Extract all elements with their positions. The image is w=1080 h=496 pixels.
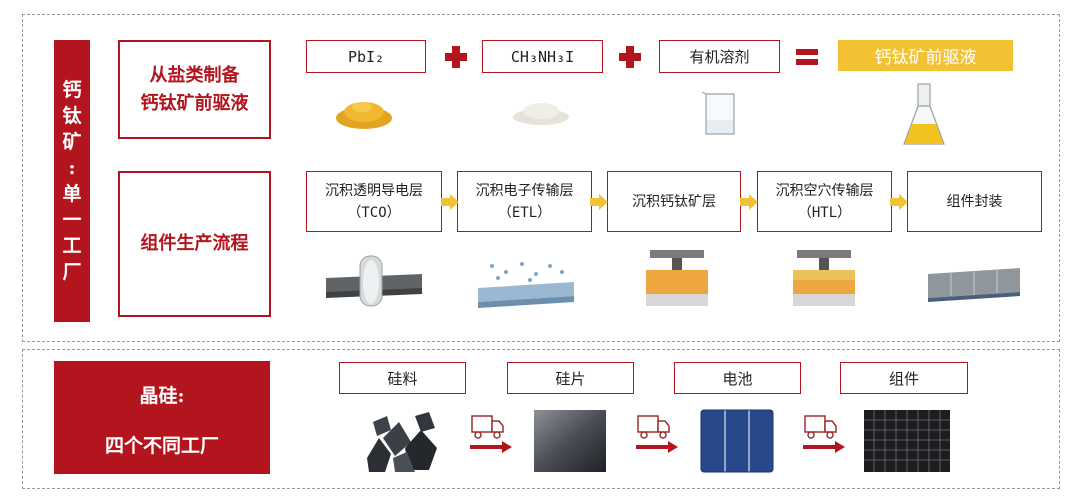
step-packaging-box: 组件封装 — [907, 171, 1042, 232]
side-label-char: 工 — [62, 233, 81, 259]
perovskite-side-label: 钙 钛 矿 : 单 一 工 厂 — [54, 40, 90, 322]
side-label-char: 钛 — [62, 103, 81, 129]
silicon-step-module: 组件 — [840, 362, 968, 394]
step-line: （TCO） — [347, 202, 400, 224]
truck-arrow-icon — [634, 414, 680, 458]
process-heading-label: 组件生产流程 — [141, 230, 249, 258]
result-precursor-label: 钙钛矿前驱液 — [838, 40, 1013, 71]
plus-icon — [444, 45, 468, 69]
arrow-right-icon — [590, 194, 608, 210]
perovskite-layer-image — [642, 246, 712, 312]
precursor-heading-line: 从盐类制备 — [150, 62, 240, 90]
silicon-step-label: 硅片 — [555, 368, 585, 389]
ingredient-label: CH₃NH₃I — [511, 46, 574, 68]
precursor-heading-line: 钙钛矿前驱液 — [141, 90, 249, 118]
silicon-step-label: 硅料 — [387, 368, 417, 389]
step-etl-box: 沉积电子传输层 （ETL） — [457, 171, 592, 232]
step-line: 沉积空穴传输层 — [776, 180, 874, 202]
pbi2-powder-image — [334, 92, 394, 132]
silicon-title: 晶硅: — [54, 381, 270, 408]
arrow-right-icon — [441, 194, 459, 210]
ch3nh3i-powder-image — [510, 95, 572, 127]
step-perovskite-box: 沉积钙钛矿层 — [607, 171, 741, 232]
silicon-step-polysilicon: 硅料 — [339, 362, 466, 394]
ingredient-label: PbI₂ — [348, 46, 384, 68]
tco-layer-image — [326, 252, 422, 310]
silicon-subtitle: 四个不同工厂 — [54, 431, 270, 458]
silicon-step-wafer: 硅片 — [507, 362, 634, 394]
silicon-step-label: 组件 — [889, 368, 919, 389]
solar-cell-image — [699, 408, 775, 474]
side-label-char: 钙 — [62, 77, 81, 103]
truck-arrow-icon — [801, 414, 847, 458]
side-label-char: 单 — [62, 181, 81, 207]
step-line: 沉积透明导电层 — [325, 180, 423, 202]
silicon-step-label: 电池 — [722, 368, 752, 389]
step-line: 沉积钙钛矿层 — [632, 191, 716, 213]
step-tco-box: 沉积透明导电层 （TCO） — [306, 171, 442, 232]
arrow-right-icon — [890, 194, 908, 210]
plus-icon — [618, 45, 642, 69]
arrow-right-icon — [740, 194, 758, 210]
etl-layer-image — [474, 258, 576, 308]
silicon-step-cell: 电池 — [674, 362, 801, 394]
step-htl-box: 沉积空穴传输层 （HTL） — [757, 171, 892, 232]
side-label-char: 一 — [62, 207, 81, 233]
step-line: 组件封装 — [947, 191, 1003, 213]
module-package-image — [928, 264, 1022, 304]
truck-arrow-icon — [468, 414, 514, 458]
side-label-char: 厂 — [62, 259, 81, 285]
step-line: （ETL） — [498, 202, 551, 224]
side-label-char: : — [68, 155, 75, 181]
wafer-image — [532, 408, 608, 474]
ingredient-pbi2: PbI₂ — [306, 40, 426, 73]
precursor-heading-box: 从盐类制备 钙钛矿前驱液 — [118, 40, 271, 139]
solar-module-image — [862, 408, 952, 474]
htl-layer-image — [789, 246, 859, 312]
precursor-flask-image — [900, 82, 948, 150]
step-line: （HTL） — [798, 202, 851, 224]
solvent-beaker-image — [700, 90, 740, 138]
ingredient-label: 有机溶剂 — [689, 46, 749, 68]
ingredient-solvent: 有机溶剂 — [659, 40, 780, 73]
polysilicon-image — [365, 408, 441, 474]
ingredient-ch3nh3i: CH₃NH₃I — [482, 40, 603, 73]
process-heading-box: 组件生产流程 — [118, 171, 271, 317]
side-label-char: 矿 — [62, 129, 81, 155]
silicon-heading-box: 晶硅: 四个不同工厂 — [54, 361, 270, 474]
equals-icon — [795, 47, 819, 67]
step-line: 沉积电子传输层 — [476, 180, 574, 202]
